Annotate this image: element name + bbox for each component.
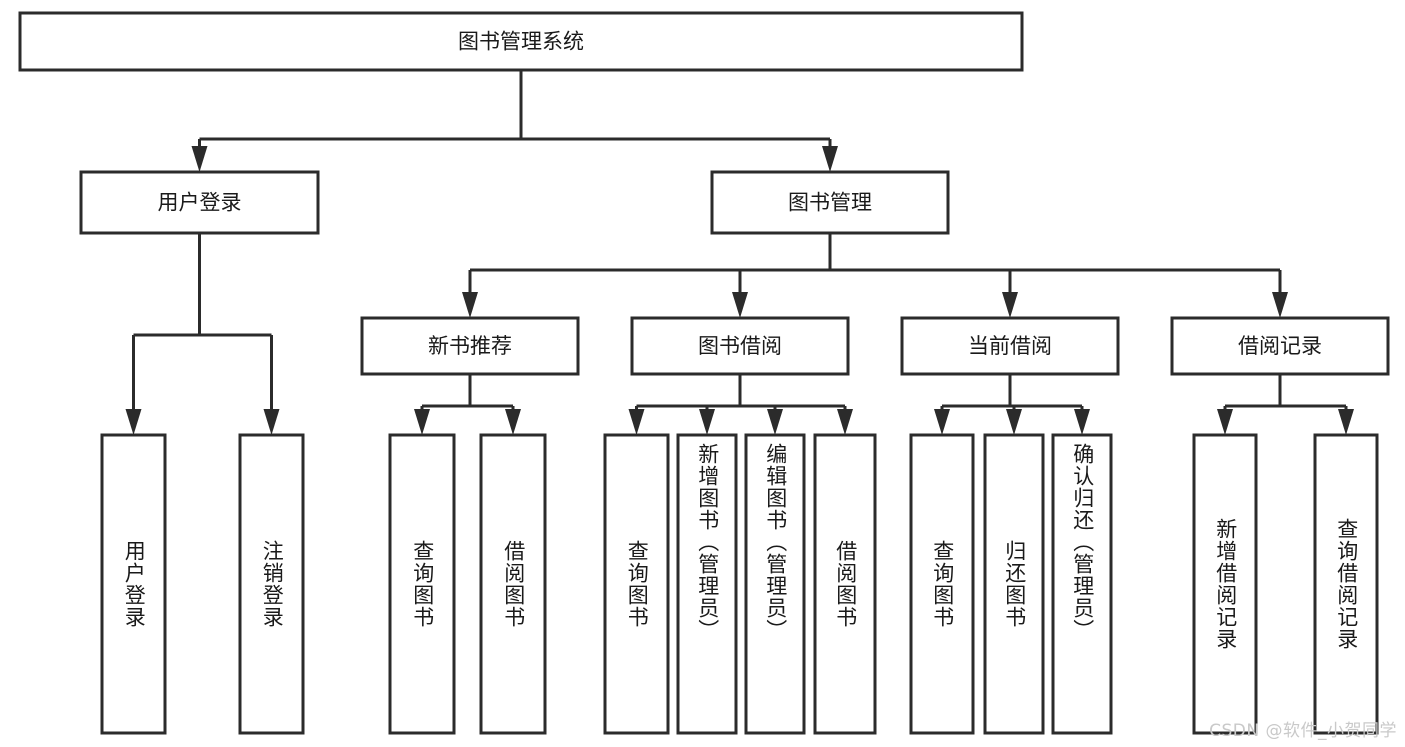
node-box <box>630 316 850 376</box>
node-box <box>744 433 806 735</box>
node-leaf-add-record[interactable] <box>1192 433 1258 735</box>
node-box <box>909 433 975 735</box>
node-book-borrow[interactable]: 图书借阅 <box>630 316 850 376</box>
node-box <box>79 170 320 235</box>
node-leaf-query-book-3[interactable] <box>909 433 975 735</box>
node-box <box>1170 316 1390 376</box>
node-label: 新书推荐 <box>428 334 512 358</box>
node-root[interactable]: 图书管理系统 <box>18 11 1024 72</box>
watermark-credit: CSDN @软件_小贺同学 <box>1209 721 1397 741</box>
node-box <box>18 11 1024 72</box>
node-leaf-edit-book[interactable] <box>744 433 806 735</box>
node-leaf-query-book-1[interactable] <box>388 433 456 735</box>
node-leaf-add-book[interactable] <box>676 433 738 735</box>
node-leaf-user-login[interactable] <box>100 433 167 735</box>
node-borrow-record[interactable]: 借阅记录 <box>1170 316 1390 376</box>
node-label: 图书借阅 <box>698 334 782 358</box>
node-box <box>983 433 1045 735</box>
node-box <box>100 433 167 735</box>
node-box <box>603 433 670 735</box>
node-leaf-confirm-return[interactable] <box>1051 433 1113 735</box>
node-box <box>360 316 580 376</box>
node-new-book-recommend[interactable]: 新书推荐 <box>360 316 580 376</box>
node-box <box>900 316 1120 376</box>
node-leaf-borrow-book-2[interactable] <box>813 433 877 735</box>
node-label: 图书管理 <box>788 191 872 215</box>
node-label: 图书管理系统 <box>458 30 584 54</box>
node-leaf-borrow-book-1[interactable] <box>479 433 547 735</box>
node-label: 用户登录 <box>158 191 242 215</box>
node-book-management[interactable]: 图书管理 <box>710 170 950 235</box>
connector-layer <box>125 70 1354 435</box>
node-leaf-return-book[interactable] <box>983 433 1045 735</box>
node-box <box>1313 433 1379 735</box>
node-box <box>388 433 456 735</box>
node-box <box>813 433 877 735</box>
node-box <box>238 433 305 735</box>
node-box <box>676 433 738 735</box>
node-leaf-query-book-2[interactable] <box>603 433 670 735</box>
node-box <box>1192 433 1258 735</box>
node-label: 借阅记录 <box>1238 334 1322 358</box>
node-leaf-query-record[interactable] <box>1313 433 1379 735</box>
node-box <box>710 170 950 235</box>
node-box <box>1051 433 1113 735</box>
node-current-borrow[interactable]: 当前借阅 <box>900 316 1120 376</box>
node-leaf-logout[interactable] <box>238 433 305 735</box>
node-user-login[interactable]: 用户登录 <box>79 170 320 235</box>
node-label: 当前借阅 <box>968 334 1052 358</box>
node-box <box>479 433 547 735</box>
